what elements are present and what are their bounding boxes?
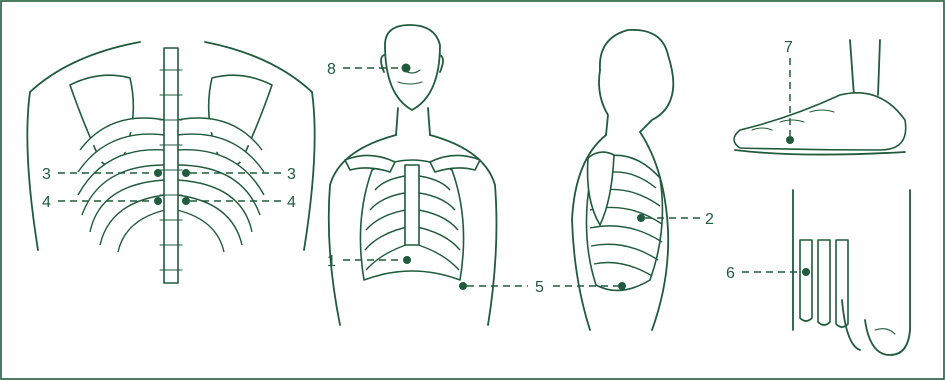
marker-dot-7 bbox=[786, 136, 794, 144]
label-4-left: 4 bbox=[42, 194, 51, 211]
marker-dot-5-side bbox=[618, 282, 626, 290]
marker-dot-8 bbox=[402, 64, 411, 73]
marker-dot-4-left bbox=[154, 197, 162, 205]
label-4-right: 4 bbox=[287, 194, 296, 211]
marker-dot-1 bbox=[403, 256, 411, 264]
marker-dot-4-right bbox=[182, 197, 190, 205]
marker-dot-6 bbox=[802, 268, 810, 276]
label-3-left: 3 bbox=[42, 166, 51, 183]
label-1: 1 bbox=[327, 253, 336, 270]
marker-dot-3-left bbox=[154, 169, 162, 177]
label-8: 8 bbox=[327, 61, 336, 78]
label-5: 5 bbox=[535, 279, 544, 296]
label-3-right: 3 bbox=[287, 166, 296, 183]
label-2: 2 bbox=[705, 211, 714, 228]
marker-dot-2 bbox=[637, 214, 645, 222]
label-7: 7 bbox=[784, 39, 793, 56]
marker-dot-5-front bbox=[459, 282, 467, 290]
marker-dot-3-right bbox=[182, 169, 190, 177]
label-6: 6 bbox=[726, 265, 735, 282]
